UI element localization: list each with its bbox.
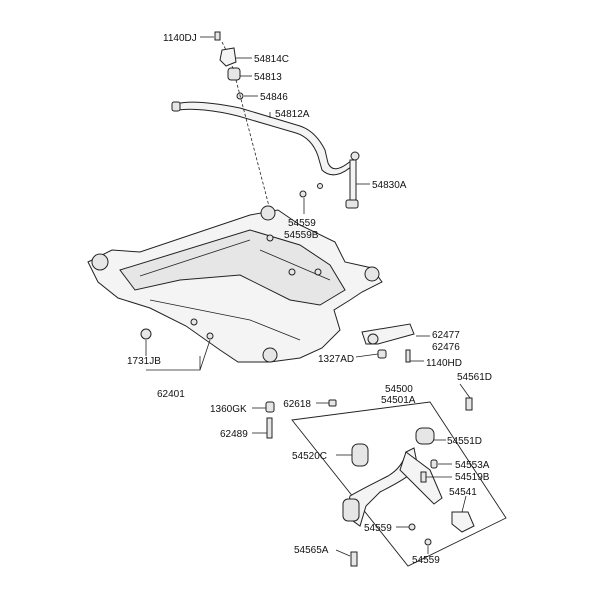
nut-54553a bbox=[430, 459, 438, 469]
label-1140dj: 1140DJ bbox=[163, 33, 197, 44]
label-54559-top: 54559 bbox=[288, 218, 316, 229]
clip-54559-mid bbox=[408, 523, 416, 531]
stabilizer-link bbox=[345, 151, 360, 209]
label-54830a: 54830A bbox=[372, 180, 407, 191]
stabilizer-bar bbox=[171, 101, 355, 176]
bolt-62489 bbox=[266, 417, 273, 439]
label-1327ad: 1327AD bbox=[318, 354, 354, 365]
label-54846: 54846 bbox=[260, 92, 288, 103]
label-1360gk: 1360GK bbox=[210, 404, 247, 415]
bushing-bolt bbox=[214, 31, 323, 198]
part-labels: 1140DJ 54814C 54813 54846 54812A 54830A … bbox=[127, 33, 492, 566]
nut-1731jb bbox=[140, 328, 152, 340]
label-54814c: 54814C bbox=[254, 54, 289, 65]
label-62476: 62476 bbox=[432, 342, 460, 353]
label-54559b: 54559B bbox=[284, 230, 319, 241]
nut-62618 bbox=[328, 399, 337, 407]
label-62401: 62401 bbox=[157, 389, 185, 400]
label-54520c: 54520C bbox=[292, 451, 327, 462]
label-54501a: 54501A bbox=[381, 395, 416, 406]
bushing-54551d bbox=[415, 427, 435, 445]
label-1140hd: 1140HD bbox=[426, 358, 462, 369]
label-62489: 62489 bbox=[220, 429, 248, 440]
sub-frame bbox=[87, 205, 383, 363]
label-54812a: 54812A bbox=[275, 109, 310, 120]
label-1731jb: 1731JB bbox=[127, 356, 161, 367]
label-54553a: 54553A bbox=[455, 460, 490, 471]
bolt-1360gk bbox=[265, 401, 275, 413]
label-54500: 54500 bbox=[385, 384, 413, 395]
bolt-54561d bbox=[465, 397, 473, 411]
lower-arm bbox=[328, 397, 475, 567]
bushing-54520c bbox=[351, 443, 369, 467]
label-54519b: 54519B bbox=[455, 472, 490, 483]
label-54565a: 54565A bbox=[294, 545, 329, 556]
label-54813: 54813 bbox=[254, 72, 282, 83]
leader-lines bbox=[145, 36, 471, 557]
label-62477: 62477 bbox=[432, 330, 460, 341]
mount-bracket bbox=[361, 323, 415, 363]
ball-joint-54541 bbox=[451, 511, 475, 533]
bar-end-left bbox=[171, 101, 181, 112]
clip-54559-bot bbox=[424, 538, 432, 546]
label-54559-mid: 54559 bbox=[364, 523, 392, 534]
label-54561d: 54561D bbox=[457, 372, 492, 383]
label-54551d: 54551D bbox=[447, 436, 482, 447]
bolt-54565a bbox=[350, 551, 358, 567]
label-54541: 54541 bbox=[449, 487, 477, 498]
bushing-54565 bbox=[342, 498, 360, 522]
label-54559-bot: 54559 bbox=[412, 555, 440, 566]
label-62618: 62618 bbox=[283, 399, 311, 410]
bolt-54519b bbox=[420, 471, 427, 483]
lower-arm-box bbox=[291, 401, 507, 567]
